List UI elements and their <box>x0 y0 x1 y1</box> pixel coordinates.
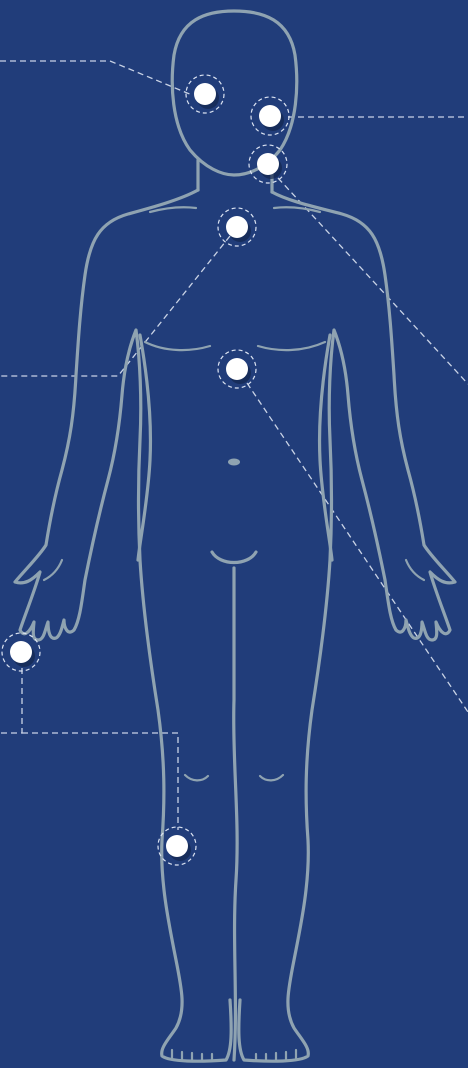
groin-line <box>212 552 256 563</box>
head-outline <box>172 11 296 175</box>
hotspot-dot[interactable] <box>226 358 248 380</box>
left-thumb <box>44 560 62 580</box>
left-knee-line <box>185 775 208 780</box>
leader-line-chest <box>247 383 468 712</box>
hotspot-dot[interactable] <box>166 835 188 857</box>
navel <box>228 459 240 466</box>
left-body-outline <box>15 190 231 1061</box>
chest-line <box>145 342 325 350</box>
leader-line-hand <box>0 668 22 733</box>
leader-line-knee <box>22 733 178 830</box>
leader-line-eye <box>0 61 192 95</box>
hotspot-dot[interactable] <box>194 83 216 105</box>
hotspot-dot[interactable] <box>10 641 32 663</box>
leg-separation <box>234 568 237 1060</box>
right-thumb <box>406 560 424 580</box>
shoulder-line-left <box>150 207 196 212</box>
hotspot-dot[interactable] <box>226 216 248 238</box>
body-outline <box>15 11 455 1061</box>
hotspot-dot[interactable] <box>257 153 279 175</box>
right-knee-line <box>260 775 283 780</box>
hotspot-right-ear[interactable] <box>251 97 289 135</box>
leader-line-throat <box>0 236 230 376</box>
hotspot-dot[interactable] <box>259 105 281 127</box>
hotspot-left-eye[interactable] <box>186 75 224 113</box>
hotspot-chest[interactable] <box>218 350 256 388</box>
hotspot-throat[interactable] <box>218 208 256 246</box>
right-body-outline <box>239 192 455 1061</box>
